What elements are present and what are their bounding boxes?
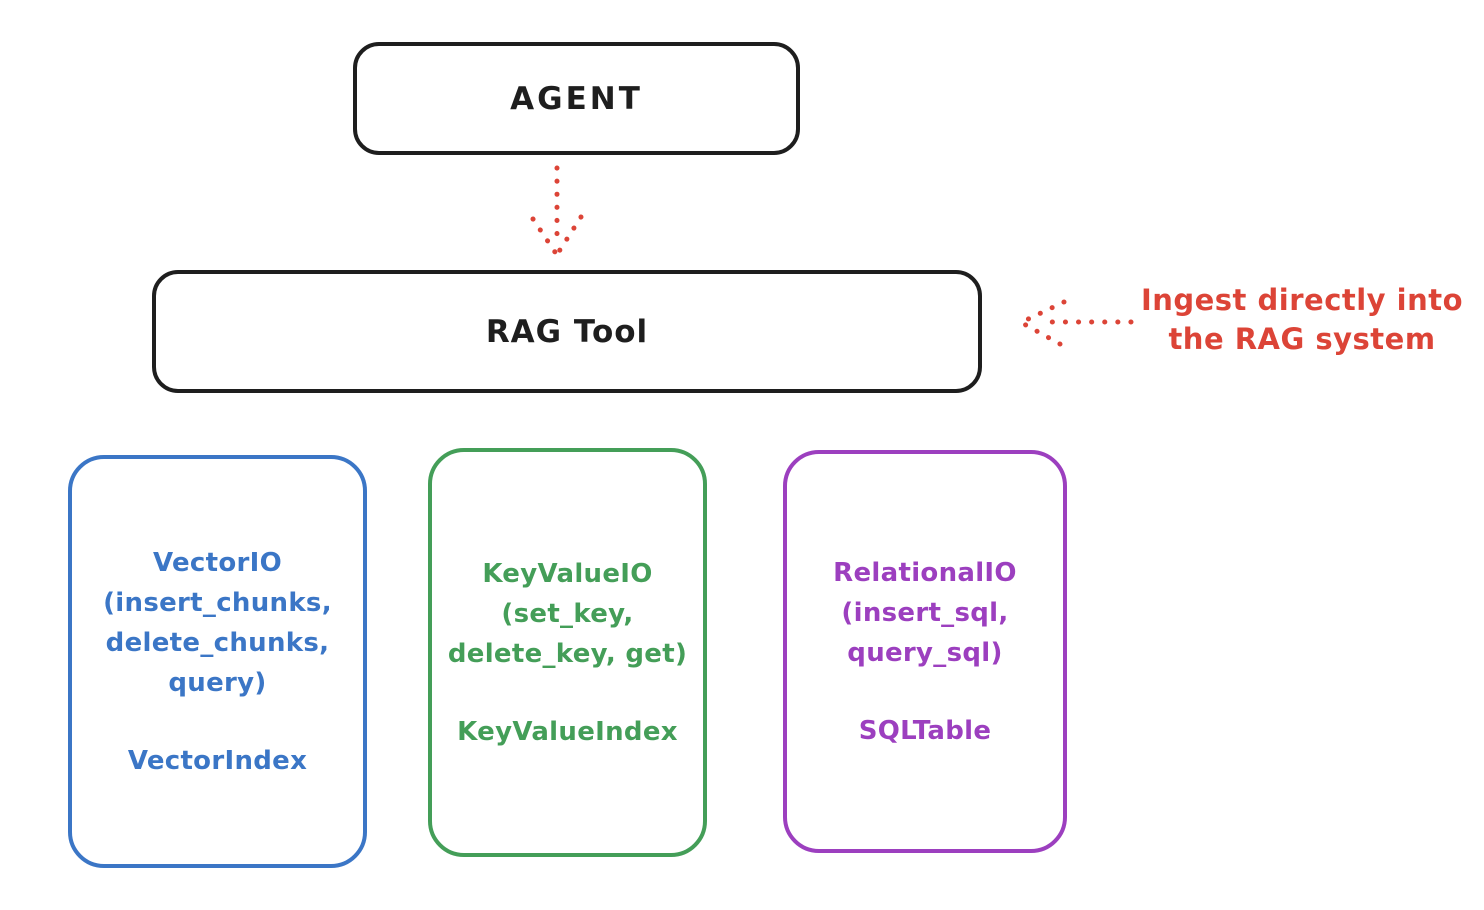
key-value-io-methods-line: (set_key, (501, 598, 634, 629)
rag-tool-node: RAG Tool (152, 270, 982, 393)
vector-io-methods-line: delete_chunks, (105, 627, 330, 658)
vector-index-label: VectorIndex (127, 745, 308, 776)
key-value-io-methods-line: delete_key, get) (447, 638, 688, 669)
ingest-annotation-line-2: the RAG system (1168, 322, 1436, 356)
relational-io-box: RelationalIO (insert_sql, query_sql) SQL… (783, 450, 1067, 853)
key-value-io-box: KeyValueIO (set_key, delete_key, get) Ke… (428, 448, 707, 857)
ingest-annotation-arrow (1021, 299, 1134, 347)
relational-io-methods-line: query_sql) (847, 637, 1003, 668)
vector-io-methods-line: (insert_chunks, (103, 587, 332, 618)
vector-io-title: VectorIO (152, 547, 283, 578)
vector-io-methods-line: query) (168, 667, 267, 698)
vector-io-box: VectorIO (insert_chunks, delete_chunks, … (68, 455, 367, 868)
sql-table-label: SQLTable (858, 715, 992, 746)
agent-node: AGENT (353, 42, 800, 155)
ingest-annotation: Ingest directly into the RAG system (1130, 281, 1474, 359)
agent-label: AGENT (510, 80, 643, 117)
relational-io-title: RelationalIO (833, 557, 1017, 588)
ingest-annotation-line-1: Ingest directly into (1140, 283, 1464, 317)
rag-tool-label: RAG Tool (485, 313, 649, 350)
agent-to-rag-arrow (530, 165, 584, 256)
key-value-index-label: KeyValueIndex (457, 716, 678, 747)
key-value-io-title: KeyValueIO (482, 558, 653, 589)
relational-io-methods-line: (insert_sql, (841, 597, 1009, 628)
